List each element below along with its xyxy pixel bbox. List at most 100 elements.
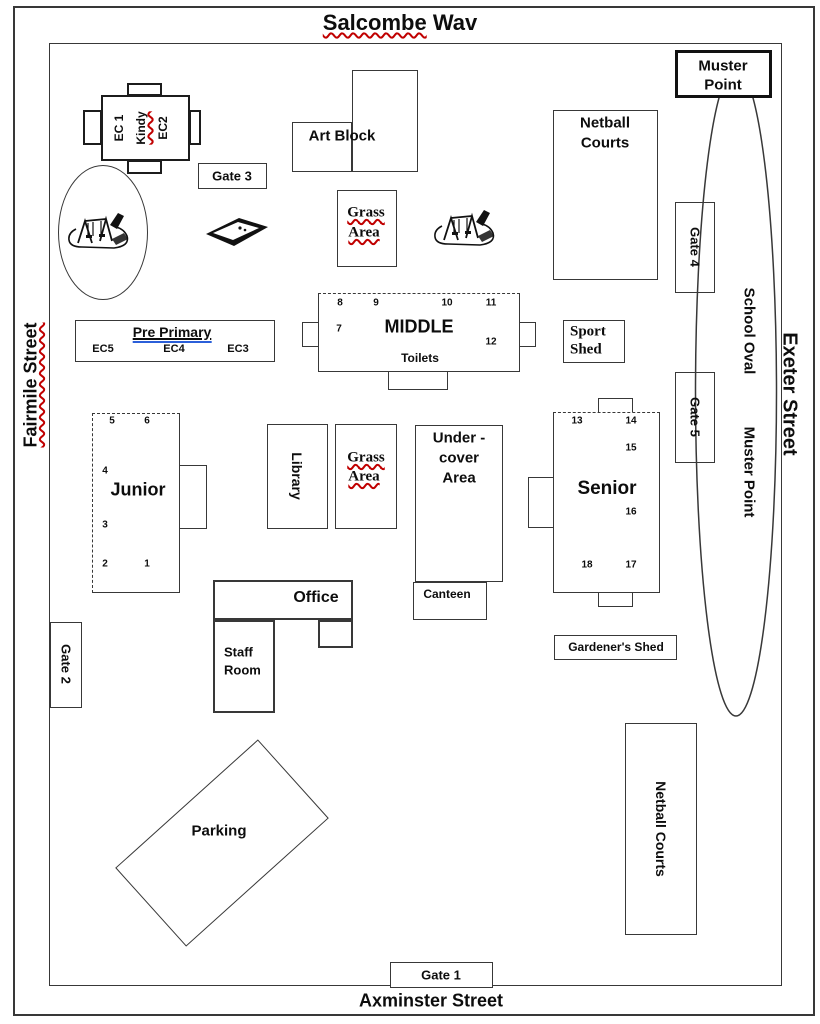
sport-shed-line2: Shed	[570, 341, 602, 358]
room-9: 9	[373, 297, 379, 309]
kindy-right-tab	[189, 110, 201, 145]
parking-label: Parking	[191, 822, 247, 840]
ec5-label: EC5	[92, 343, 114, 355]
room-3: 3	[102, 519, 108, 531]
gate-4-label: Gate 4	[687, 227, 703, 267]
playground-icon	[68, 213, 129, 249]
outer-border	[13, 6, 815, 1016]
ec4-label: EC4	[163, 343, 185, 355]
street-axminster: Axminster Street	[358, 990, 504, 1011]
sport-shed-line1: Sport	[570, 323, 606, 340]
room-7: 7	[336, 323, 342, 335]
gate-2-label: Gate 2	[58, 644, 74, 684]
junior-label: Junior	[110, 479, 166, 500]
senior-building	[553, 412, 660, 593]
room-16: 16	[625, 506, 637, 518]
grass-area-mid-line1: Grass	[347, 449, 385, 466]
gardeners-shed	[554, 635, 677, 660]
gate-3-label: Gate 3	[212, 168, 252, 184]
art-block-west	[292, 122, 352, 172]
grass-area-top-line2: Area	[348, 224, 380, 241]
netball-top-line1: Netball	[579, 114, 631, 132]
sport-shed	[563, 320, 625, 363]
middle-toilets-label: Toilets	[401, 351, 439, 365]
library-building	[267, 424, 328, 529]
street-salcombe: Salcombe Wav	[323, 10, 477, 36]
playground-ellipse	[58, 165, 148, 300]
staff-room-line1: Staff	[224, 644, 253, 660]
middle-bottom-tab	[388, 371, 448, 390]
muster-box-line1: Muster	[698, 57, 748, 75]
room-15: 15	[625, 442, 637, 454]
grass-area-top-line1: Grass	[347, 204, 385, 221]
undercover-line3: Area	[442, 469, 476, 487]
room-8: 8	[337, 297, 343, 309]
grass-area-mid-line2: Area	[348, 468, 380, 485]
kindy-building	[101, 95, 190, 161]
office-label: Office	[293, 589, 339, 606]
art-block-label: Art Block	[308, 127, 376, 145]
muster-box-line2: Point	[704, 76, 742, 94]
office-building	[213, 580, 353, 620]
gate-5-label: Gate 5	[687, 397, 703, 437]
grass-area-mid	[335, 424, 397, 529]
middle-building	[318, 293, 520, 372]
school-oval-label: School Oval	[740, 287, 758, 375]
kindy-label: Kindy	[134, 111, 148, 145]
ec3-label: EC3	[227, 343, 249, 355]
netball-top-line2: Courts	[580, 134, 630, 152]
gate-4	[675, 202, 715, 293]
room-12: 12	[485, 336, 497, 348]
canteen-label: Canteen	[423, 587, 471, 601]
room-10: 10	[441, 297, 453, 309]
staff-room-building	[213, 620, 275, 713]
room-11: 11	[485, 297, 497, 309]
muster-point-box	[675, 50, 772, 98]
gate-1-label: Gate 1	[421, 967, 461, 983]
staff-room-line2: Room	[224, 662, 261, 678]
senior-label: Senior	[577, 478, 637, 499]
room-18: 18	[581, 559, 593, 571]
pre-primary-building	[75, 320, 275, 362]
room-13: 13	[571, 415, 583, 427]
senior-left-tab	[528, 477, 554, 528]
senior-bottom-tab	[598, 592, 633, 607]
gate-5	[675, 372, 715, 463]
gardeners-shed-label: Gardener's Shed	[568, 640, 664, 654]
room-5: 5	[109, 415, 115, 427]
street-salcombe-word1: Salcombe	[322, 10, 427, 35]
canteen-building	[413, 582, 487, 620]
ec2-label: EC2	[156, 116, 170, 140]
middle-label: MIDDLE	[384, 316, 454, 337]
junior-right-tab	[179, 465, 207, 529]
room-1: 1	[144, 558, 150, 570]
ec1-label: EC 1	[112, 114, 126, 142]
room-14: 14	[625, 415, 637, 427]
grass-area-top	[337, 190, 397, 267]
gate-1	[390, 962, 493, 988]
room-4: 4	[102, 465, 108, 477]
office-annex	[318, 620, 353, 648]
junior-building	[92, 413, 180, 593]
room-2: 2	[102, 558, 108, 570]
netball-bottom-label: Netball Courts	[653, 781, 669, 877]
library-label: Library	[289, 452, 305, 500]
undercover-line1: Under -	[432, 429, 486, 447]
gate-3	[198, 163, 267, 189]
playground-icon	[434, 210, 495, 246]
room-17: 17	[625, 559, 637, 571]
middle-left-tab	[302, 322, 319, 347]
netball-courts-bottom	[625, 723, 697, 935]
street-fairmile: Fairmile Street	[20, 322, 41, 448]
art-block-north	[352, 70, 418, 172]
room-6: 6	[144, 415, 150, 427]
netball-courts-top	[553, 110, 658, 280]
undercover-area	[415, 425, 503, 582]
kindy-bottom-tab	[127, 160, 162, 174]
sandpit-icon	[206, 218, 268, 246]
oval-muster-point-label: Muster Point	[740, 426, 758, 518]
senior-top-tab	[598, 398, 633, 413]
pre-primary-label: Pre Primary	[132, 324, 212, 343]
gate-2	[50, 622, 82, 708]
